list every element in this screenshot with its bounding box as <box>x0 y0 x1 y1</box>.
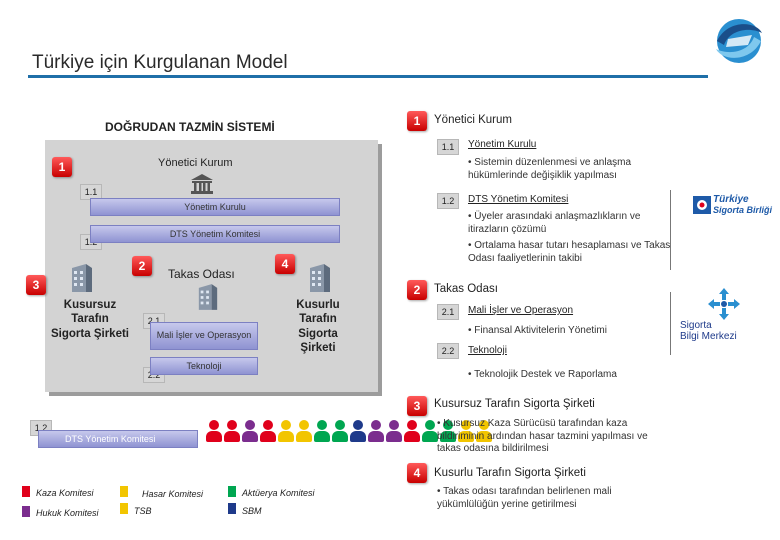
bullet-3-text: Kusursuz Kaza Sürücüsü tarafından kaza b… <box>437 418 648 454</box>
title-underline <box>28 75 708 78</box>
teknoloji-title: Teknoloji <box>468 345 507 356</box>
committee-member-icon <box>350 420 366 442</box>
yonetim-kurulu-bar: Yönetim Kurulu <box>90 198 340 216</box>
legend-label-hukuk: Hukuk Komitesi <box>36 508 99 518</box>
corporate-logo-icon <box>716 19 762 63</box>
institution-building-icon <box>191 174 213 194</box>
bullet-3: • Kusursuz Kaza Sürücüsü tarafından kaza… <box>437 418 648 454</box>
tsb-logo-line1: Türkiye <box>713 194 749 205</box>
committee-member-icon <box>422 420 438 442</box>
legend-swatch-akt <box>228 486 236 497</box>
label-r-2-1: 2.1 <box>437 304 459 320</box>
teknoloji-bar: Teknoloji <box>150 357 258 375</box>
committee-member-icon <box>440 420 456 442</box>
committee-member-icon <box>260 420 276 442</box>
committee-member-icon <box>224 420 240 442</box>
bullet-1-2a-text: Üyeler arasındaki anlaşmazlıkların ve it… <box>468 211 641 235</box>
bullet-4: • Takas odası tarafından belirlenen mali… <box>437 486 612 510</box>
section-2-title: Takas Odası <box>434 283 498 295</box>
office-building-icon <box>72 264 92 292</box>
legend-swatch-hukuk <box>22 506 30 517</box>
yonetim-kurulu-title: Yönetim Kurulu <box>468 139 537 150</box>
kusurlu-sirket-label: Kusurlu Tarafın Sigorta Şirketi <box>296 299 340 355</box>
bullet-1-2a: • Üyeler arasındaki anlaşmazlıkların ve … <box>468 211 641 235</box>
bullet-1-2b-text: Ortalama hasar tutarı hesaplaması ve Tak… <box>468 240 671 264</box>
badge-yonetici-kurum: 1 <box>52 157 72 177</box>
label-r-1-2: 1.2 <box>437 193 459 209</box>
badge-section-3: 3 <box>407 396 427 416</box>
bullet-1-1: • Sistemin düzenlenmesi ve anlaşma hüküm… <box>468 157 632 181</box>
badge-kusursuz: 3 <box>26 275 46 295</box>
sbm-logo: Sigorta Bilgi Merkezi <box>676 286 776 348</box>
badge-section-1: 1 <box>407 111 427 131</box>
bullet-2-2: • Teknolojik Destek ve Raporlama <box>468 369 617 380</box>
legend-label-sbm: SBM <box>242 506 262 516</box>
sbm-arrows-icon <box>708 288 740 320</box>
legend-swatch-hasar <box>120 486 128 497</box>
committee-member-icon <box>476 420 492 442</box>
mali-isler-bar: Mali İşler ve Operasyon <box>150 322 258 350</box>
section-1-title: Yönetici Kurum <box>434 114 512 126</box>
tsb-logo: Türkiye Sigorta Birliği <box>693 192 773 234</box>
committee-member-icon <box>242 420 258 442</box>
bullet-2-1-text: Finansal Aktivitelerin Yönetimi <box>474 325 607 336</box>
yonetici-kurum-label: Yönetici Kurum <box>158 157 233 169</box>
committee-member-icon <box>404 420 420 442</box>
legend-label-tsb: TSB <box>134 506 152 516</box>
section-3-title: Kusursuz Tarafın Sigorta Şirketi <box>434 398 595 410</box>
committee-member-icon <box>368 420 384 442</box>
bracket-line-2 <box>670 292 671 355</box>
bullet-1-2b: • Ortalama hasar tutarı hesaplaması ve T… <box>468 240 671 264</box>
dts-komitesi-title: DTS Yönetim Komitesi <box>468 194 569 205</box>
badge-section-2: 2 <box>407 280 427 300</box>
sbm-logo-line1: Sigorta <box>680 320 712 331</box>
takas-odasi-label: Takas Odası <box>168 267 235 281</box>
legend-label-akt: Aktüerya Komitesi <box>242 488 315 498</box>
committee-member-icon <box>314 420 330 442</box>
committee-member-icon <box>386 420 402 442</box>
legend-swatch-sbm <box>228 503 236 514</box>
legend-swatch-tsb <box>120 503 128 514</box>
bullet-2-1: • Finansal Aktivitelerin Yönetimi <box>468 325 607 336</box>
committee-member-icon <box>332 420 348 442</box>
label-r-2-2: 2.2 <box>437 343 459 359</box>
committee-members-row <box>206 420 492 444</box>
badge-takas-kusurlu: 4 <box>275 254 295 274</box>
sbm-logo-line2: Bilgi Merkezi <box>680 331 737 342</box>
page-title: Türkiye için Kurgulanan Model <box>32 52 288 73</box>
bullet-4-text: Takas odası tarafından belirlenen mali y… <box>437 486 612 510</box>
section-4-title: Kusurlu Tarafın Sigorta Şirketi <box>434 467 586 479</box>
badge-takas-kusursuz: 2 <box>132 256 152 276</box>
legend-label-kaza: Kaza Komitesi <box>36 488 94 498</box>
office-building-icon <box>198 284 218 310</box>
bullet-2-2-text: Teknolojik Destek ve Raporlama <box>474 369 617 380</box>
committee-member-icon <box>278 420 294 442</box>
label-r-1-1: 1.1 <box>437 139 459 155</box>
badge-section-4: 4 <box>407 463 427 483</box>
tsb-logo-icon <box>693 196 711 214</box>
office-building-icon <box>310 264 330 292</box>
dts-komitesi-bottom-bar: DTS Yönetim Komitesi <box>38 430 198 448</box>
legend-swatch-kaza <box>22 486 30 497</box>
committee-member-icon <box>296 420 312 442</box>
system-title: DOĞRUDAN TAZMİN SİSTEMİ <box>105 120 275 134</box>
tsb-logo-line2: Sigorta Birliği <box>713 205 773 215</box>
kusursuz-sirket-label: Kusursuz Tarafın Sigorta Şirketi <box>51 299 129 340</box>
mali-isler-title: Mali İşler ve Operasyon <box>468 305 574 316</box>
committee-member-icon <box>458 420 474 442</box>
committee-member-icon <box>206 420 222 442</box>
dts-komitesi-bar: DTS Yönetim Komitesi <box>90 225 340 243</box>
bracket-line-1 <box>670 190 671 270</box>
legend-label-hasar: Hasar Komitesi <box>142 489 204 499</box>
bullet-1-1-text: Sistemin düzenlenmesi ve anlaşma hükümle… <box>468 157 632 181</box>
